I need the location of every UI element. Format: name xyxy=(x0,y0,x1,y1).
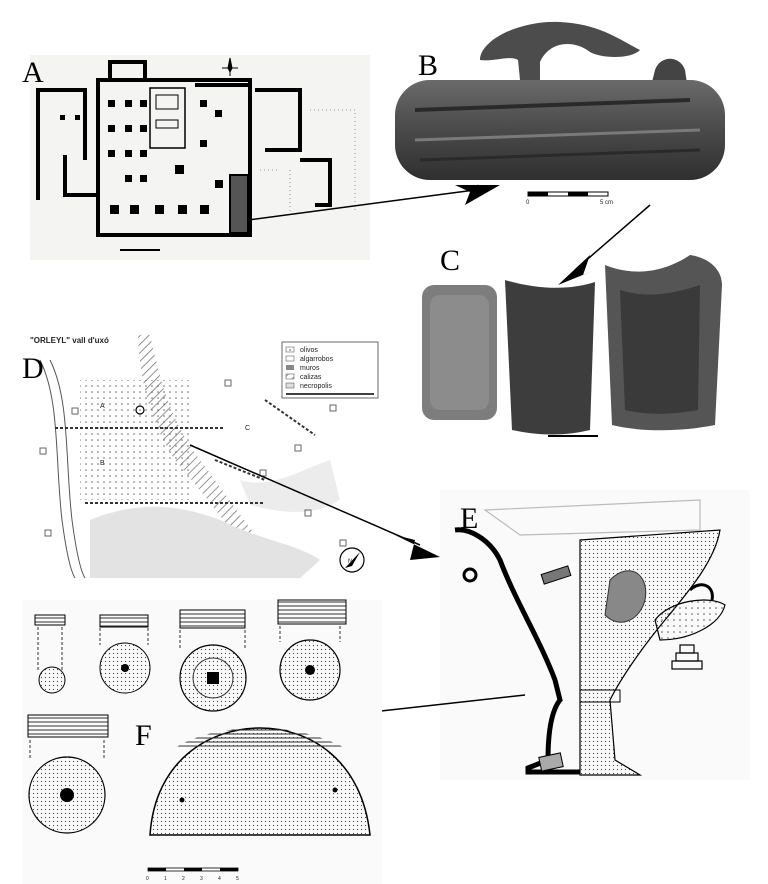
site-plan-central-room xyxy=(149,87,186,149)
vase-handle-section xyxy=(462,567,478,583)
site-plan-walls xyxy=(36,60,332,237)
panel-c-label: C xyxy=(440,244,460,277)
scale-tick-5: 5 xyxy=(236,876,239,882)
legend-algarrobos: algarrobos xyxy=(300,356,334,363)
artifact-sections xyxy=(27,599,347,738)
legend-olivos-swatch xyxy=(285,346,295,353)
vase-profile xyxy=(454,527,580,775)
legend-algarrobos-swatch xyxy=(285,355,295,362)
arrow-d-to-e xyxy=(189,444,421,546)
panel-b-label: B xyxy=(418,49,438,82)
map-marker xyxy=(135,405,145,415)
arrow-a-to-b xyxy=(247,184,492,221)
panel-c-stone-pieces: C xyxy=(422,244,722,437)
legend-necropolis: necropolis xyxy=(300,383,332,390)
site-plan-dotted-walls xyxy=(260,109,356,215)
vase-stack-object xyxy=(671,644,703,670)
map-legend: olivos algarrobos muros calizas necropol… xyxy=(281,341,379,399)
loom-weight-1 xyxy=(38,666,66,694)
site-plan-highlighted-room xyxy=(229,174,249,234)
legend-calizas: calizas xyxy=(300,374,322,381)
panel-a-label: A xyxy=(22,56,44,89)
map-zone-c: C xyxy=(245,425,250,432)
map-zone-a: A xyxy=(100,403,105,410)
loom-weight-discs xyxy=(28,639,341,834)
stone-piece-2 xyxy=(505,280,595,435)
north-arrow-icon: N xyxy=(339,547,365,573)
scale-zero-label: 0 xyxy=(526,200,530,206)
panel-d-site-map: "ORLEYL" vall d'uxó olivos algarrobos mu… xyxy=(22,330,382,580)
loom-weight-2-hole xyxy=(121,664,129,672)
vase-cylinder-object xyxy=(540,565,572,585)
legend-olivos: olivos xyxy=(300,347,318,354)
site-plan-basin-2 xyxy=(155,119,179,129)
map-shaded-area xyxy=(90,506,320,578)
lamp-hole-2 xyxy=(332,787,338,793)
scale-tick-3: 3 xyxy=(200,876,203,882)
panel-f-artifact-drawings: 0 1 2 3 4 5 F xyxy=(22,599,382,884)
map-hatched-band xyxy=(138,335,260,545)
panel-f-scale-bar: 0 1 2 3 4 5 xyxy=(146,867,239,882)
map-zone-b: B xyxy=(100,460,105,467)
scale-tick-4: 4 xyxy=(218,876,221,882)
map-walls xyxy=(55,399,316,504)
site-plan-pillars xyxy=(60,100,223,214)
site-plan-basin xyxy=(155,94,179,110)
legend-muros: muros xyxy=(300,365,320,372)
mould-handle xyxy=(480,21,640,80)
loom-weight-4-hole xyxy=(305,665,315,675)
stone-piece-1-face xyxy=(430,295,489,410)
scale-tick-0: 0 xyxy=(146,876,149,882)
compass-rose-icon xyxy=(222,57,238,76)
panel-e-label: E xyxy=(460,502,478,535)
map-dotted-field xyxy=(80,380,190,500)
vase-lamp-fragment xyxy=(654,599,726,641)
legend-muros-swatch xyxy=(286,365,294,370)
panel-b-scale-bar: 0 5 cm xyxy=(526,191,613,206)
mould-body xyxy=(395,80,725,180)
panel-a-site-plan: A xyxy=(22,55,370,260)
map-road-line-2 xyxy=(49,359,86,579)
legend-calizas-swatch xyxy=(285,373,295,380)
arrowhead-b-to-c xyxy=(558,255,595,285)
loom-weight-3-ring xyxy=(192,657,234,699)
vase-meander-band xyxy=(579,689,621,703)
lamp-fragment-top xyxy=(175,728,345,748)
stone-mould-cavity xyxy=(620,285,700,414)
panel-b-mould-photo: 0 5 cm B xyxy=(395,21,725,206)
map-road-line-1 xyxy=(39,359,76,579)
legend-necropolis-swatch xyxy=(285,382,295,389)
loom-weight-5-hole xyxy=(60,788,74,802)
lamp-hole-1 xyxy=(179,797,185,803)
mould-groove-2 xyxy=(414,128,701,142)
vase-right-handle xyxy=(688,583,714,601)
scale-tick-1: 1 xyxy=(164,876,167,882)
arrowhead-a-to-b xyxy=(455,185,500,205)
arrowhead-d-to-e xyxy=(395,535,440,560)
vase-figure-motif xyxy=(604,570,647,623)
map-title: "ORLEYL" vall d'uxó xyxy=(30,336,109,345)
scale-tick-2: 2 xyxy=(182,876,185,882)
section-guide-lines xyxy=(29,626,341,758)
scale-end-label: 5 cm xyxy=(600,200,613,206)
mould-groove-1 xyxy=(414,98,691,112)
panel-e-vase-drawing: E xyxy=(440,490,750,780)
mould-groove-3 xyxy=(419,148,701,162)
panel-f-label: F xyxy=(135,719,152,752)
vase-rim-ghost xyxy=(483,499,701,536)
vase-base-object xyxy=(538,752,564,772)
north-label: N xyxy=(348,559,352,565)
panel-d-label: D xyxy=(22,352,44,385)
loom-weight-3-hole xyxy=(207,672,219,684)
